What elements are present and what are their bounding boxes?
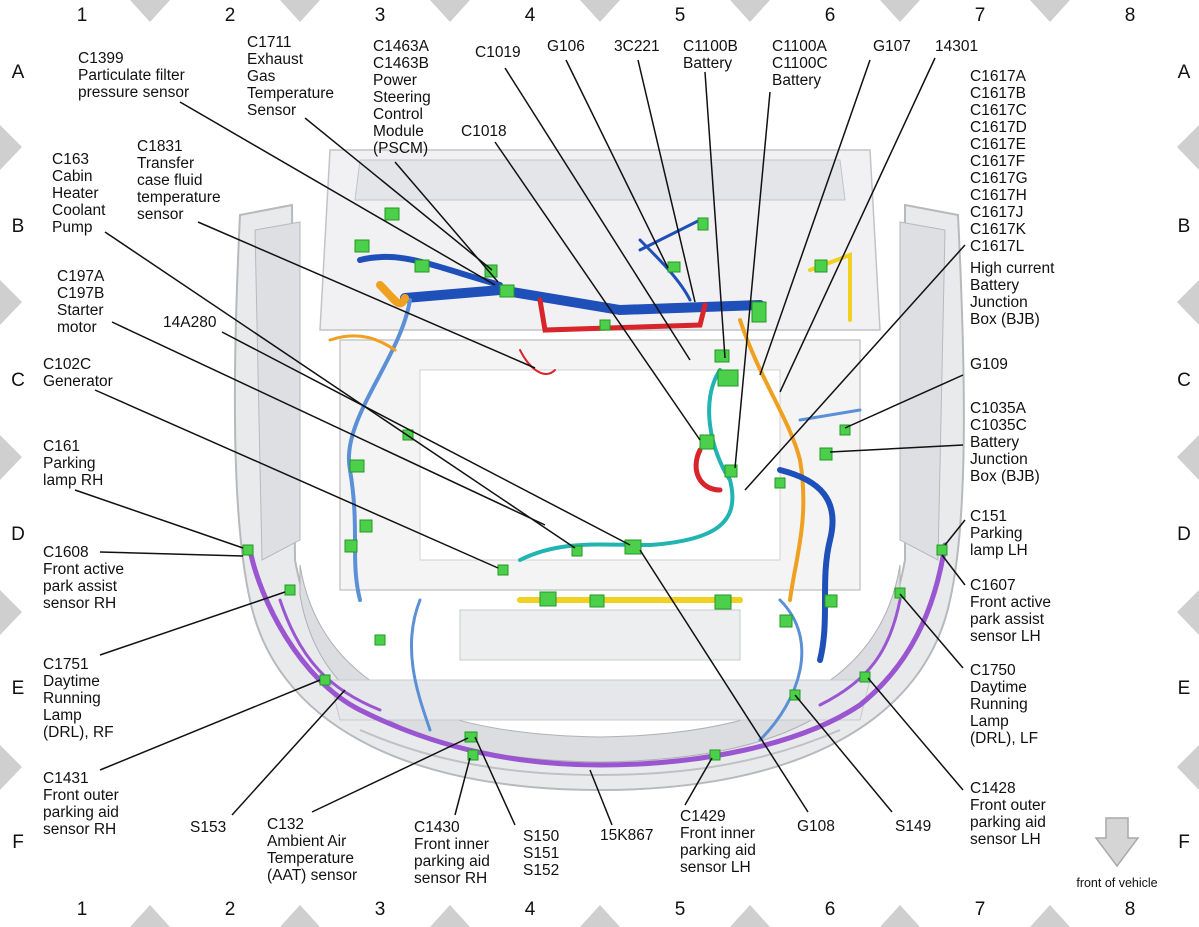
grid-col-6-top: 6 xyxy=(825,5,836,26)
vehicle-illustration xyxy=(233,149,965,792)
grid-row-b-left: B xyxy=(12,216,25,237)
grid-col-5-bottom: 5 xyxy=(675,899,686,920)
grid-col-7-bottom: 7 xyxy=(975,899,986,920)
label-c132: C132 Ambient Air Temperature (AAT) senso… xyxy=(267,816,358,884)
grid-col-8-top: 8 xyxy=(1125,5,1136,26)
grid-col-1-bottom: 1 xyxy=(77,899,88,920)
label-c102c: C102C Generator xyxy=(43,356,113,390)
grid-row-d-right: D xyxy=(1177,524,1191,545)
label-c161: C161 Parking lamp RH xyxy=(43,438,103,489)
label-c1428: C1428 Front outer parking aid sensor LH xyxy=(970,780,1050,848)
label-3c221: 3C221 xyxy=(614,38,660,55)
arrow-down-icon xyxy=(1094,817,1140,868)
grid-col-2-bottom: 2 xyxy=(225,899,236,920)
label-c197: C197A C197B Starter motor xyxy=(57,268,109,336)
wiring-harness xyxy=(247,218,948,768)
grid-col-1-top: 1 xyxy=(77,5,88,26)
label-s150: S150 S151 S152 xyxy=(523,828,564,879)
grid-col-6-bottom: 6 xyxy=(825,899,836,920)
grid-row-c-left: C xyxy=(11,370,25,391)
label-c1018: C1018 xyxy=(461,123,507,140)
grid-row-e-left: E xyxy=(12,678,25,699)
grid-col-3-top: 3 xyxy=(375,5,386,26)
label-c1463: C1463A C1463B Power Steering Control Mod… xyxy=(373,38,435,157)
grid-row-a-right: A xyxy=(1178,62,1191,83)
grid-row-c-right: C xyxy=(1177,370,1191,391)
label-c1100ac: C1100A C1100C Battery xyxy=(772,38,832,89)
grid-column-labels: 1 2 3 4 5 6 7 8 1 2 3 4 5 6 7 8 xyxy=(77,5,1136,920)
grid-col-3-bottom: 3 xyxy=(375,899,386,920)
label-c151: C151 Parking lamp LH xyxy=(970,508,1028,559)
leader-lines xyxy=(74,57,966,826)
grid-row-e-right: E xyxy=(1178,678,1191,699)
label-c1831: C1831 Transfer case fluid temperature se… xyxy=(137,138,225,223)
grid-row-b-right: B xyxy=(1178,216,1191,237)
label-c1608: C1608 Front active park assist sensor RH xyxy=(43,544,128,612)
label-s149: S149 xyxy=(895,818,931,835)
label-g107: G107 xyxy=(873,38,911,55)
label-c1607: C1607 Front active park assist sensor LH xyxy=(970,577,1055,645)
label-c1617: C1617A C1617B C1617C C1617D C1617E C1617… xyxy=(970,68,1059,328)
label-c1751: C1751 Daytime Running Lamp (DRL), RF xyxy=(43,656,114,741)
component-labels: C1399 Particulate filter pressure sensor… xyxy=(43,34,1059,887)
label-g108: G108 xyxy=(797,818,835,835)
grid-col-5-top: 5 xyxy=(675,5,686,26)
grid-col-8-bottom: 8 xyxy=(1125,899,1136,920)
grid-row-f-right: F xyxy=(1178,832,1190,853)
label-c1711: C1711 Exhaust Gas Temperature Sensor xyxy=(247,34,338,119)
label-14301: 14301 xyxy=(935,38,978,55)
grid-col-4-top: 4 xyxy=(525,5,536,26)
grid-col-2-top: 2 xyxy=(225,5,236,26)
label-c1429: C1429 Front inner parking aid sensor LH xyxy=(680,808,760,876)
grid-col-4-bottom: 4 xyxy=(525,899,536,920)
label-c1019: C1019 xyxy=(475,44,521,61)
grid-row-f-left: F xyxy=(12,832,24,853)
label-c1100b: C1100B Battery xyxy=(683,38,742,72)
front-of-vehicle-label: front of vehicle xyxy=(1076,876,1157,890)
connectors xyxy=(242,207,948,761)
label-c1399: C1399 Particulate filter pressure sensor xyxy=(78,50,189,101)
label-15k867: 15K867 xyxy=(600,827,653,844)
grid-col-7-top: 7 xyxy=(975,5,986,26)
front-of-vehicle-indicator: front of vehicle xyxy=(1076,817,1158,890)
grid-row-a-left: A xyxy=(12,62,25,83)
label-c1750: C1750 Daytime Running Lamp (DRL), LF xyxy=(970,662,1038,747)
label-c1035: C1035A C1035C Battery Junction Box (BJB) xyxy=(970,400,1040,485)
label-14a280: 14A280 xyxy=(163,314,217,331)
label-g106: G106 xyxy=(547,38,585,55)
grid-row-labels: A B C D E F A B C D E F xyxy=(11,62,1191,853)
label-c1431: C1431 Front outer parking aid sensor RH xyxy=(43,770,123,838)
label-s153: S153 xyxy=(190,819,226,836)
label-g109: G109 xyxy=(970,356,1008,373)
label-c1430: C1430 Front inner parking aid sensor RH xyxy=(414,819,494,887)
grid-row-d-left: D xyxy=(11,524,25,545)
label-c163: C163 Cabin Heater Coolant Pump xyxy=(52,151,110,236)
